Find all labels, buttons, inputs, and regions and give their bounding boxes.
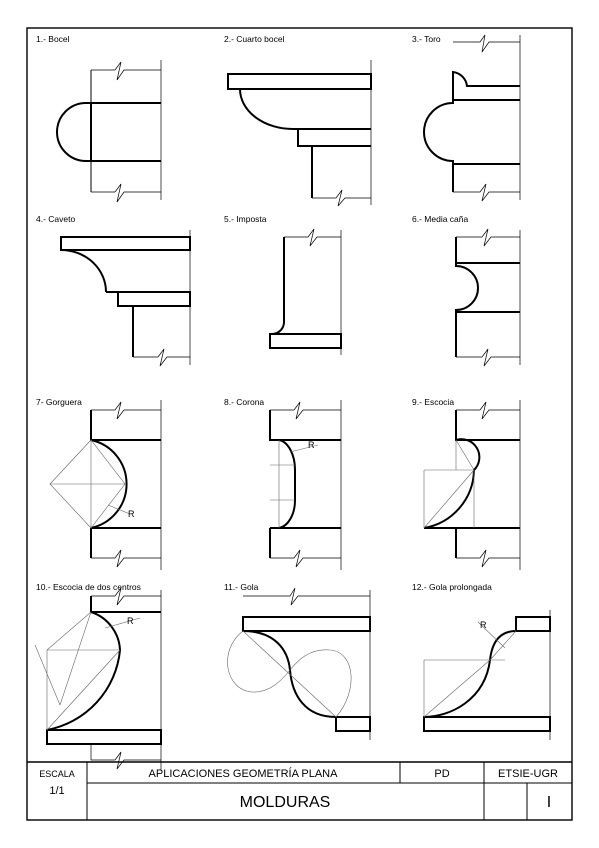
radius-label: R — [308, 440, 315, 450]
figure-escocia-dos-centros: 10.- Escocia de dos centros R — [34, 582, 162, 770]
figure-gorguera: 7- Gorguera R — [36, 397, 162, 570]
sheet-border — [26, 27, 573, 821]
figure-bocel: 1.- Bocel — [36, 34, 162, 203]
figure-imposta: 5.- Imposta — [224, 214, 342, 355]
figure-label: 4.- Caveto — [36, 214, 75, 224]
radius-label: R — [480, 620, 487, 630]
figure-label: 8.- Corona — [224, 397, 264, 407]
figure-corona: 8.- Corona R — [224, 397, 342, 570]
code-label: PD — [434, 768, 449, 780]
figure-gola: 11.- Gola — [224, 582, 371, 740]
subject-title: APLICACIONES GEOMETRÍA PLANA — [149, 767, 339, 780]
figure-label: 12.- Gola prolongada — [412, 582, 492, 592]
scale-label: ESCALA — [39, 769, 75, 779]
figure-gola-prolongada: 12.- Gola prolongada R — [412, 582, 551, 740]
figure-label: 5.- Imposta — [224, 214, 267, 224]
figure-media-cana: 6.- Media caña — [412, 214, 521, 367]
figure-label: 10.- Escocia de dos centros — [36, 582, 141, 592]
figure-label: 11.- Gola — [224, 582, 259, 592]
sheet-title: MOLDURAS — [240, 794, 331, 811]
figure-label: 3.- Toro — [412, 34, 441, 44]
scale-value: 1/1 — [49, 785, 64, 797]
figure-caveto: 4.- Caveto — [36, 214, 191, 367]
sheet-number: I — [547, 794, 551, 811]
figure-label: 1.- Bocel — [36, 34, 70, 44]
figure-label: 9.- Escocia — [412, 397, 454, 407]
figure-label: 6.- Media caña — [412, 214, 468, 224]
radius-label: R — [128, 509, 135, 519]
school-label: ETSIE-UGR — [498, 768, 558, 780]
figure-escocia: 9.- Escocia — [412, 397, 521, 570]
figure-cuarto-bocel: 2.- Cuarto bocel — [224, 34, 372, 207]
figure-toro: 3.- Toro — [412, 34, 521, 202]
figure-label: 7- Gorguera — [36, 397, 82, 407]
radius-label: R — [127, 616, 134, 626]
figure-label: 2.- Cuarto bocel — [224, 34, 285, 44]
title-block: ESCALA 1/1 APLICACIONES GEOMETRÍA PLANA … — [27, 761, 572, 820]
